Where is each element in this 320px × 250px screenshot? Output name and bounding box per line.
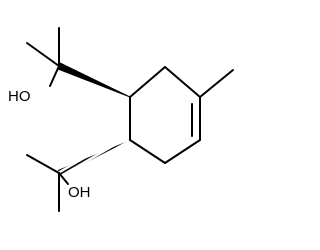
top-carbinol-group [26,27,131,98]
chemical-structure-diagram: HO OH [8,27,234,212]
methyl-bond [199,69,234,98]
oh-bond-bottom [58,172,69,185]
methyl-bond-top [26,42,60,67]
wedge-bond-top [57,62,131,98]
bottom-carbinol-group [26,140,130,212]
hydroxyl-label-bottom: OH [68,184,91,201]
ring-bond-c4-c5 [164,139,201,164]
ring-bond-c1-c2 [129,66,166,98]
methyl-substituent [199,69,234,98]
cyclohexene-ring [129,66,201,164]
ring-bond-c5-c6 [129,139,166,164]
hydroxyl-label-top: HO [8,88,31,105]
ring-bond-c2-c3 [164,66,201,98]
oh-bond-top [49,65,60,87]
hashed-wedge-bond-bottom [58,140,130,176]
methyl-bond-bottom [26,154,60,174]
